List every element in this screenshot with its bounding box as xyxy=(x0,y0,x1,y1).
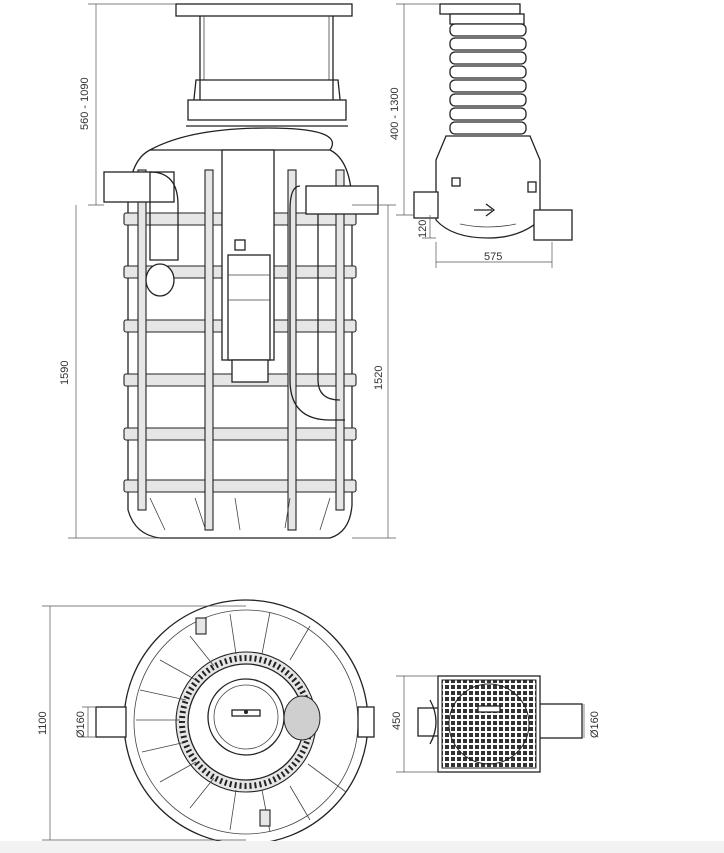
plan-dimensions xyxy=(42,605,246,841)
front-top-height-label: 560 - 1090 xyxy=(79,77,91,130)
plan-diameter-label: 1100 xyxy=(37,711,49,735)
small-plan-dimensions xyxy=(396,675,585,773)
footer-bar xyxy=(0,841,724,853)
front-vertical-ribs xyxy=(137,169,345,531)
front-body-height-label: 1520 xyxy=(373,366,385,390)
side-width-label: 575 xyxy=(484,251,502,263)
side-dimensions xyxy=(396,3,553,268)
front-ribs xyxy=(123,212,357,493)
small-plan-pipe-label: Ø160 xyxy=(589,711,601,738)
front-dimensions xyxy=(68,3,396,539)
front-view xyxy=(103,3,379,539)
side-base-height-label: 120 xyxy=(417,220,429,238)
plan-view xyxy=(95,599,375,845)
small-plan-width-label: 450 xyxy=(391,712,403,730)
plan-pipe-label: Ø160 xyxy=(75,711,87,738)
side-riser-corrugations xyxy=(449,23,527,135)
small-plan-view xyxy=(417,675,583,773)
front-total-height-label: 1590 xyxy=(59,361,71,385)
side-view xyxy=(413,3,573,241)
side-top-height-label: 400 - 1300 xyxy=(389,87,401,140)
